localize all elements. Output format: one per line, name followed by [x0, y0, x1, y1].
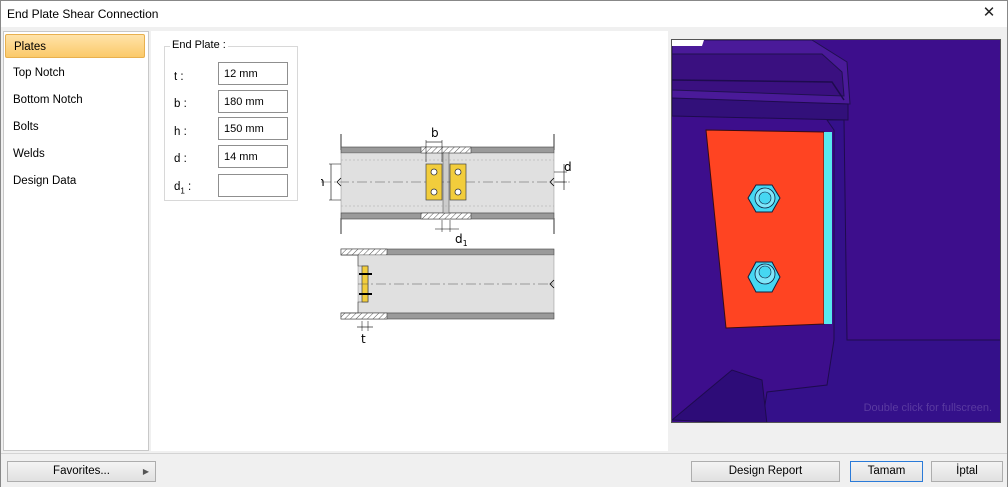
cancel-label: İptal [956, 465, 978, 477]
main-panel: End Plate : t : b : h : d : d1 : [151, 31, 668, 451]
d1-label: d1 : [174, 181, 191, 195]
d-label: d : [174, 153, 187, 165]
dim-h-label: h [321, 175, 325, 189]
sidebar-item-label: Bolts [13, 121, 39, 133]
bolt-bottom [747, 261, 781, 293]
d1-input[interactable] [218, 174, 288, 197]
sidebar-item-welds[interactable]: Welds [5, 142, 145, 166]
bolt-top [747, 184, 781, 213]
title-bar: End Plate Shear Connection ✕ [1, 1, 1007, 27]
3d-viewer[interactable]: Double click for fullscreen. [671, 39, 1001, 423]
d-input[interactable] [218, 145, 288, 168]
sidebar-item-label: Welds [13, 148, 45, 160]
dim-d-label: d [564, 160, 571, 174]
design-report-button[interactable]: Design Report [691, 461, 840, 482]
favorites-label: Favorites... [53, 465, 110, 477]
favorites-button[interactable]: Favorites... ▶ [7, 461, 156, 482]
end-plate-group: End Plate : t : b : h : d : d1 : [164, 39, 298, 201]
fullscreen-hint: Double click for fullscreen. [863, 402, 992, 414]
design-report-label: Design Report [728, 465, 803, 477]
end-plate-diagram: b h d d1 [321, 126, 571, 346]
button-bar: Favorites... ▶ Design Report Tamam İptal [1, 453, 1007, 487]
dim-b-label: b [431, 126, 439, 140]
d1-label-main: d [174, 181, 181, 193]
sidebar-item-plates[interactable]: Plates [5, 34, 145, 58]
h-label: h : [174, 126, 187, 138]
cancel-button[interactable]: İptal [931, 461, 1003, 482]
b-label: b : [174, 98, 187, 110]
dim-d1-label: d1 [455, 232, 468, 248]
sidebar-item-label: Bottom Notch [13, 94, 83, 106]
sidebar-item-bottom-notch[interactable]: Bottom Notch [5, 88, 145, 112]
d1-label-sub: 1 [180, 186, 185, 196]
chevron-right-icon: ▶ [142, 467, 149, 476]
dim-d1-main: d [455, 232, 463, 246]
section-view: t [340, 248, 555, 346]
sidebar-item-design-data[interactable]: Design Data [5, 169, 145, 193]
h-input[interactable] [218, 117, 288, 140]
d1-label-suffix: : [184, 181, 192, 193]
t-input[interactable] [218, 62, 288, 85]
group-title: End Plate : [170, 39, 228, 51]
dim-t-label: t [361, 332, 366, 346]
sidebar-item-label: Design Data [13, 175, 77, 187]
close-icon[interactable]: ✕ [982, 4, 996, 21]
sidebar-item-top-notch[interactable]: Top Notch [5, 61, 145, 85]
3d-render [672, 40, 1000, 422]
ok-label: Tamam [867, 465, 906, 477]
sidebar-item-bolts[interactable]: Bolts [5, 115, 145, 139]
ok-button[interactable]: Tamam [850, 461, 923, 482]
t-label: t : [174, 71, 184, 83]
sidebar-nav: Plates Top Notch Bottom Notch Bolts Weld… [3, 31, 149, 451]
dim-d1-sub: 1 [463, 239, 468, 248]
window-title: End Plate Shear Connection [7, 7, 159, 21]
b-input[interactable] [218, 90, 288, 113]
plan-view: b h d d1 [321, 126, 571, 248]
sidebar-item-label: Top Notch [13, 67, 65, 79]
sidebar-item-label: Plates [14, 41, 46, 53]
